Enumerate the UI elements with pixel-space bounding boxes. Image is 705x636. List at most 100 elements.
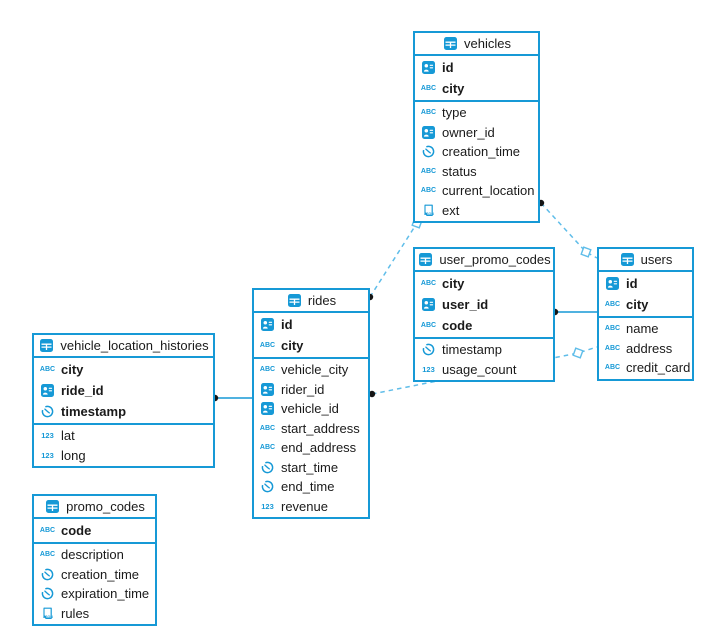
text-abc-icon: ABC	[420, 187, 437, 195]
column-row[interactable]: ABC city	[599, 294, 692, 315]
column-row[interactable]: ABC end_address	[254, 438, 368, 458]
primary-key-section: ABC city user_id ABC code	[415, 272, 553, 339]
user-id-icon	[259, 382, 276, 396]
primary-key-section: ABC code	[34, 519, 155, 544]
column-name: description	[61, 547, 124, 563]
table-card-vehicle_location_histories[interactable]: vehicle_location_histories ABC city ride…	[32, 333, 215, 468]
column-row[interactable]: JSON rules	[34, 604, 155, 624]
column-row[interactable]: ABC name	[599, 319, 692, 339]
column-name: id	[442, 60, 454, 75]
column-name: current_location	[442, 183, 535, 199]
column-name: city	[61, 362, 84, 377]
table-header[interactable]: users	[599, 249, 692, 272]
column-row[interactable]: ABC vehicle_city	[254, 360, 368, 380]
column-row[interactable]: end_time	[254, 477, 368, 497]
text-abc-icon: ABC	[604, 364, 621, 372]
column-name: city	[442, 81, 465, 96]
column-name: long	[61, 447, 86, 463]
column-row[interactable]: 123 lat	[34, 426, 213, 446]
column-name: end_time	[281, 479, 335, 495]
column-row[interactable]: ABC description	[34, 545, 155, 565]
table-icon	[619, 253, 636, 266]
table-card-user_promo_codes[interactable]: user_promo_codes ABC city user_id ABC co…	[413, 247, 555, 382]
column-name: vehicle_city	[281, 362, 349, 378]
table-header[interactable]: vehicle_location_histories	[34, 335, 213, 358]
column-row[interactable]: ABC start_address	[254, 419, 368, 439]
relation-dot-endpoint	[368, 390, 376, 398]
table-card-rides[interactable]: rides id ABC city ABC vehicle_city rider…	[252, 288, 370, 519]
column-row[interactable]: timestamp	[415, 340, 553, 360]
column-row[interactable]: ABC credit_card	[599, 358, 692, 378]
column-name: ride_id	[61, 383, 104, 398]
column-row[interactable]: ABC city	[254, 335, 368, 356]
column-name: revenue	[281, 498, 328, 514]
text-abc-icon: ABC	[420, 280, 437, 287]
number-123-icon: 123	[41, 431, 54, 440]
table-header[interactable]: promo_codes	[34, 496, 155, 519]
table-card-users[interactable]: users id ABC city ABC name ABC address A…	[597, 247, 694, 381]
table-icon	[442, 37, 459, 50]
column-row[interactable]: vehicle_id	[254, 399, 368, 419]
text-abc-icon: ABC	[259, 424, 276, 432]
column-row[interactable]: ABC city	[34, 359, 213, 380]
column-row[interactable]: creation_time	[415, 142, 538, 162]
column-row[interactable]: 123 usage_count	[415, 360, 553, 380]
column-name: ext	[442, 202, 460, 218]
column-row[interactable]: ABC status	[415, 162, 538, 182]
column-row[interactable]: 123 long	[34, 446, 213, 466]
column-row[interactable]: timestamp	[34, 401, 213, 422]
json-icon: JSON	[420, 204, 437, 217]
user-id-icon	[39, 384, 56, 397]
user-id-icon	[259, 318, 276, 331]
column-name: name	[626, 321, 659, 337]
column-row[interactable]: owner_id	[415, 123, 538, 143]
column-name: code	[61, 523, 92, 538]
time-icon	[420, 343, 437, 356]
column-row[interactable]: user_id	[415, 294, 553, 315]
primary-key-section: id ABC city	[254, 313, 368, 359]
column-row[interactable]: ABC address	[599, 339, 692, 359]
table-icon	[417, 253, 434, 266]
column-row[interactable]: id	[254, 314, 368, 335]
column-row[interactable]: ride_id	[34, 380, 213, 401]
column-row[interactable]: start_time	[254, 458, 368, 478]
column-row[interactable]: ABC city	[415, 78, 538, 99]
column-name: code	[442, 318, 473, 333]
column-row[interactable]: expiration_time	[34, 584, 155, 604]
time-icon	[420, 145, 437, 158]
column-row[interactable]: ABC current_location	[415, 181, 538, 201]
table-card-vehicles[interactable]: vehicles id ABC city ABC type owner_id c…	[413, 31, 540, 223]
column-row[interactable]: ABC city	[415, 273, 553, 294]
column-row[interactable]: id	[599, 273, 692, 294]
text-abc-icon: ABC	[604, 325, 621, 333]
column-name: vehicle_id	[281, 401, 339, 417]
table-header[interactable]: vehicles	[415, 33, 538, 56]
table-title: vehicle_location_histories	[60, 338, 209, 353]
table-header[interactable]: rides	[254, 290, 368, 313]
column-row[interactable]: 123 revenue	[254, 497, 368, 517]
text-abc-icon: ABC	[604, 344, 621, 352]
text-abc-icon: ABC	[604, 301, 621, 308]
column-row[interactable]: creation_time	[34, 565, 155, 585]
primary-key-section: id ABC city	[415, 56, 538, 102]
text-abc-icon: ABC	[420, 167, 437, 175]
column-row[interactable]: rider_id	[254, 380, 368, 400]
table-title: users	[640, 252, 673, 267]
columns-section: ABC description creation_time expiration…	[34, 544, 155, 624]
column-row[interactable]: ABC type	[415, 103, 538, 123]
table-icon	[286, 294, 303, 307]
column-row[interactable]: id	[415, 57, 538, 78]
table-title: vehicles	[464, 36, 511, 51]
table-header[interactable]: user_promo_codes	[415, 249, 553, 272]
relation-square-endpoint	[580, 246, 592, 258]
column-row[interactable]: ABC code	[34, 520, 155, 541]
table-card-promo_codes[interactable]: promo_codes ABC code ABC description cre…	[32, 494, 157, 626]
time-icon	[39, 405, 56, 418]
column-row[interactable]: JSON ext	[415, 201, 538, 221]
column-row[interactable]: ABC code	[415, 315, 553, 336]
columns-section: ABC name ABC address ABC credit_card	[599, 318, 692, 379]
table-icon	[38, 339, 55, 352]
column-name: rules	[61, 605, 90, 621]
user-id-icon	[604, 277, 621, 290]
number-123-icon: 123	[422, 364, 435, 374]
